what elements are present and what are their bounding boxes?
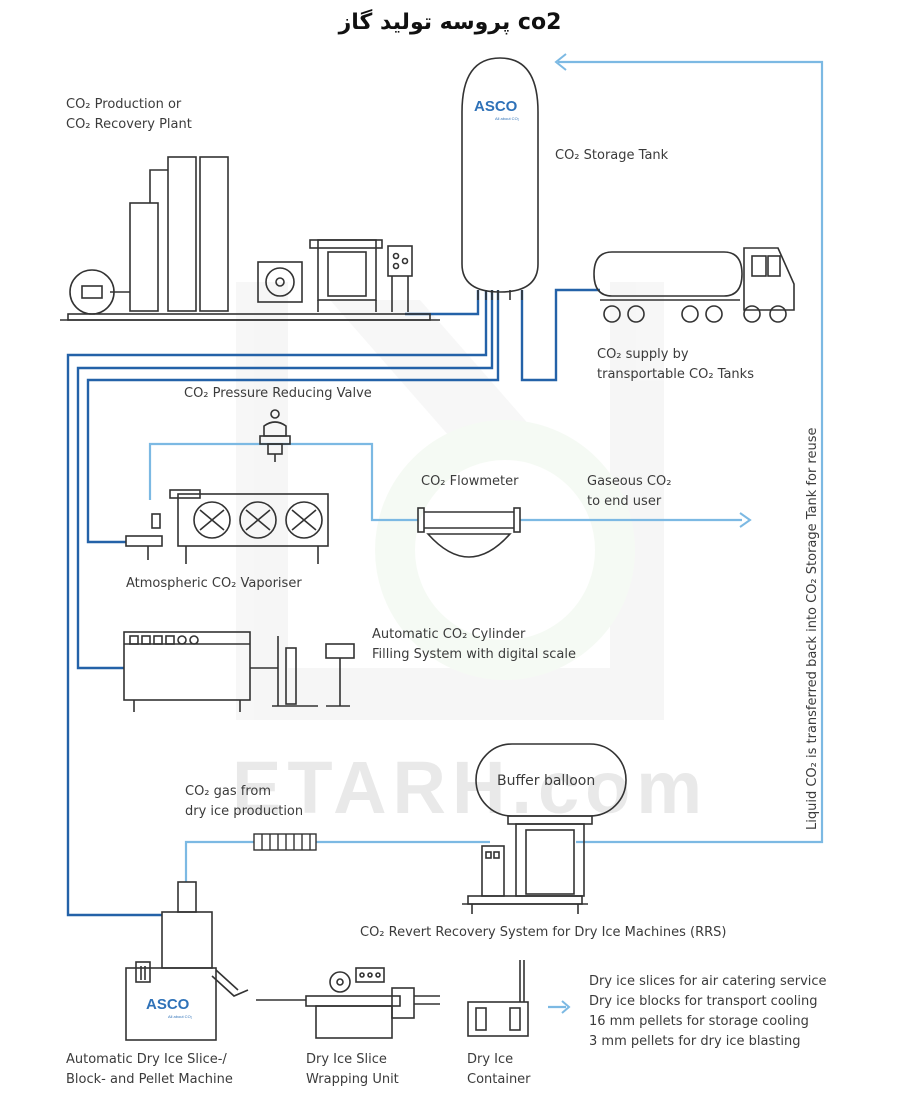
- cylinder-filling-system: [123, 631, 355, 712]
- gas-co2-lines: [148, 60, 824, 1009]
- output-item: Dry ice slices for air catering service: [589, 974, 827, 989]
- page-title: پروسه تولید گاز co2: [338, 10, 562, 35]
- dry-ice-gas-label: CO₂ gas from dry ice production: [185, 784, 304, 819]
- asco-tagline-tank: All about CO₂: [495, 116, 520, 121]
- pressure-valve: [259, 409, 291, 462]
- rrs-unit: [462, 815, 593, 914]
- storage-tank-label: CO₂ Storage Tank: [555, 148, 669, 163]
- pressure-valve-label: CO₂ Pressure Reducing Valve: [184, 386, 372, 401]
- cylinder-filling-label: Automatic CO₂ Cylinder Filling System wi…: [372, 627, 576, 662]
- gaseous-end-user-label: Gaseous CO₂ to end user: [587, 474, 672, 509]
- buffer-balloon-label: Buffer balloon: [497, 773, 596, 789]
- vaporiser-label: Atmospheric CO₂ Vaporiser: [126, 576, 302, 591]
- rrs-label: CO₂ Revert Recovery System for Dry Ice M…: [360, 925, 727, 940]
- output-item: 16 mm pellets for storage cooling: [589, 1014, 809, 1029]
- supply-tanks-label: CO₂ supply by transportable CO₂ Tanks: [597, 347, 754, 382]
- flowmeter-label: CO₂ Flowmeter: [421, 474, 519, 489]
- wrapping-unit: [256, 967, 440, 1039]
- asco-tagline-machine: All about CO₂: [168, 1014, 193, 1019]
- production-plant-label: CO₂ Production or CO₂ Recovery Plant: [66, 97, 192, 132]
- vaporiser: [125, 489, 329, 564]
- dry-ice-machine: [125, 881, 249, 1041]
- liquid-co2-lines: [66, 288, 600, 917]
- liquid-return-label: Liquid CO₂ is transferred back into CO₂ …: [805, 427, 820, 830]
- dry-ice-container: [467, 960, 529, 1037]
- flowmeter: [417, 507, 521, 558]
- asco-logo-machine: ASCO: [146, 996, 190, 1013]
- dry-ice-gas-exchanger: [253, 833, 317, 851]
- production-plant: [60, 156, 440, 321]
- asco-logo-tank: ASCO: [474, 98, 518, 115]
- wrapping-unit-label: Dry Ice Slice Wrapping Unit: [306, 1052, 399, 1087]
- dry-ice-machine-label: Automatic Dry Ice Slice-/ Block- and Pel…: [66, 1052, 233, 1087]
- output-item: 3 mm pellets for dry ice blasting: [589, 1034, 801, 1049]
- tanker-truck: [593, 247, 795, 323]
- storage-tank: [461, 57, 539, 300]
- container-label: Dry Ice Container: [467, 1052, 531, 1087]
- watermark-text: ETARH.com: [232, 746, 709, 829]
- output-item: Dry ice blocks for transport cooling: [589, 994, 818, 1009]
- outputs-list: Dry ice slices for air catering service …: [589, 972, 827, 1052]
- arrowheads: [554, 53, 752, 1014]
